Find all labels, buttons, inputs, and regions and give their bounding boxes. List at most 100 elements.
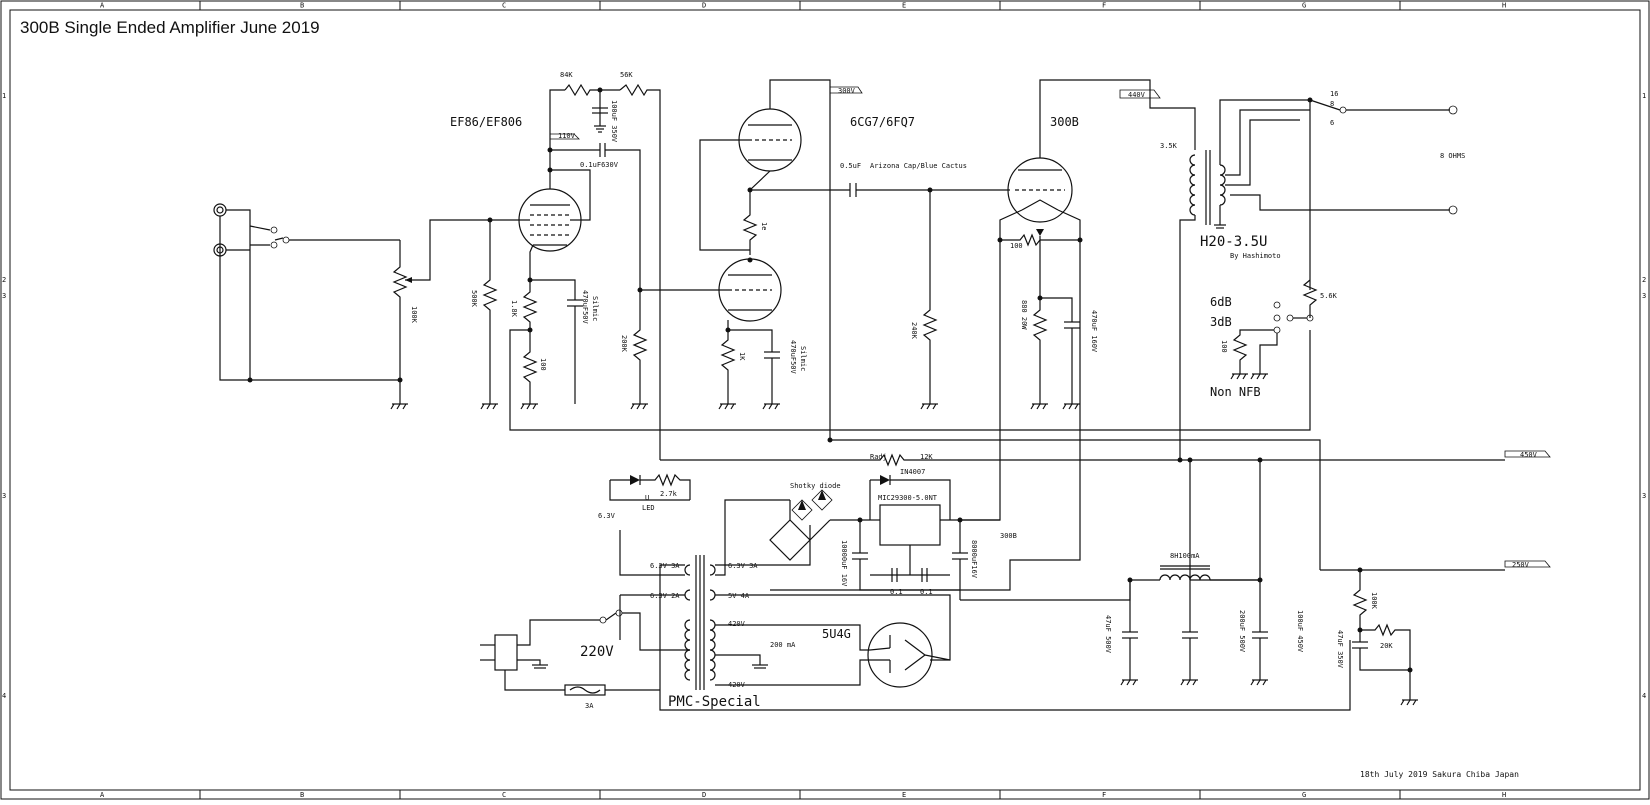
label-r18k: 1.8K	[510, 300, 518, 318]
label-c05uf: 0.5uF	[840, 162, 861, 170]
power-transformer: 6.3V 3A 6.3V 3A 6.3V 2A 5V 4A 420V 420V …	[619, 499, 1351, 711]
grid-row-label: 4	[2, 692, 6, 700]
grid-col-label: B	[300, 791, 304, 799]
grid-col-label: E	[902, 791, 906, 799]
label-r20k: 20K	[1380, 642, 1393, 650]
label-r56k-fb: 5.6K	[1320, 292, 1338, 300]
ground-symbol	[1120, 679, 1138, 686]
grid-col-label: H	[1502, 2, 1506, 10]
label-300b-fil: 300B	[1000, 532, 1017, 540]
label-silmic-b: Silmic	[799, 346, 807, 371]
label-led: LED	[642, 504, 655, 512]
ground-symbol	[718, 403, 736, 410]
label-pot100k: 100K	[410, 306, 418, 324]
label-choke: 8H100mA	[1170, 552, 1200, 560]
ground-symbol	[1180, 679, 1198, 686]
label-r56k: 56K	[620, 71, 633, 79]
label-w63-3a-l: 6.3V 3A	[650, 562, 680, 570]
grid-row-label: 3	[2, 292, 6, 300]
filter-section: 8H100mA 47uF 500V 200uF 500V	[960, 460, 1263, 680]
grid-row-label: 1	[2, 92, 6, 100]
ground-symbol	[480, 403, 498, 410]
grid-row-label: 1	[1642, 92, 1646, 100]
label-w5v4a: 5V 4A	[728, 592, 750, 600]
grid-col-label: G	[1302, 2, 1306, 10]
volume-pot: 100K	[392, 219, 490, 404]
grid-row-label: 2	[2, 276, 6, 284]
ground-symbol	[520, 403, 538, 410]
grid-row-label: 3	[1642, 292, 1646, 300]
label-nfb6: 6dB	[1210, 295, 1232, 309]
label-v450: 450V	[1520, 451, 1538, 459]
tube-label-input: EF86/EF806	[450, 115, 522, 129]
label-c100uf350: 100uF 350V	[610, 100, 618, 143]
label-shotky: Shotky diode	[790, 482, 841, 490]
ground-symbol	[1230, 373, 1248, 380]
nfb-switch: 5.6K 100 6dB 3dB Non NFB	[1210, 279, 1338, 399]
output-stage: 440V 100 880 20W 470uF 160V 300B	[770, 79, 1180, 591]
label-w63-3a-r: 6.3V 3A	[728, 562, 758, 570]
grid-col-label: G	[1302, 791, 1306, 799]
label-r500k: 500K	[470, 290, 478, 308]
grid-row-label: 3	[1642, 492, 1646, 500]
label-c470uf50b: 470uF50V	[789, 340, 797, 375]
label-v250: 250V	[1512, 561, 1530, 569]
grid-col-label: D	[702, 791, 706, 799]
tube-label-output: 300B	[1050, 115, 1079, 129]
label-ma200: 200 mA	[770, 641, 796, 649]
ground-symbol	[1250, 373, 1268, 380]
label-w63-2a: 6.3V 2A	[650, 592, 680, 600]
label-c100uf450: 100uF 450V	[1296, 610, 1304, 653]
grid-col-label: H	[1502, 791, 1506, 799]
label-v300: 300V	[838, 87, 856, 95]
label-r100k-dec: 100K	[1370, 592, 1378, 610]
label-c470uf50a: 470uF50V	[581, 290, 589, 325]
label-v110: 110V	[558, 132, 576, 140]
ground-symbol	[1030, 403, 1048, 410]
label-pot100-hum: 100	[1010, 242, 1023, 250]
label-led-u: U	[645, 494, 649, 502]
rectifier-tube	[867, 622, 951, 688]
label-radj: Radj	[870, 453, 887, 461]
grid-col-label: A	[100, 791, 105, 799]
label-non-nfb: Non NFB	[1210, 385, 1261, 399]
label-r35k: 3.5K	[1160, 142, 1178, 150]
ground-symbol	[762, 403, 780, 410]
label-c01uf630: 0.1uF630V	[580, 161, 619, 169]
tube-label-rectifier: 5U4G	[822, 627, 851, 641]
footer-note: 18th July 2019 Sakura Chiba Japan	[1360, 770, 1519, 779]
b-plus-rails: 450V Radj 12K 100uF 450V 250V 100K 20K 4…	[660, 437, 1551, 700]
label-xfmr-by: By Hashimoto	[1230, 252, 1281, 260]
label-xfmr: H20-3.5U	[1200, 234, 1267, 250]
label-c10000: 10000uF 16V	[840, 540, 848, 587]
grid-row-label: 4	[1642, 692, 1646, 700]
mains-input: 3A 220V	[480, 609, 690, 710]
label-r240k: 240K	[910, 322, 918, 340]
label-c200uf500: 200uF 500V	[1238, 610, 1246, 653]
grid-col-label: A	[100, 2, 105, 10]
ground-symbols	[390, 373, 1418, 706]
label-r27k: 2.7k	[660, 490, 678, 498]
label-tap6: 6	[1330, 119, 1334, 127]
ground-symbol	[1250, 679, 1268, 686]
grid-col-label: C	[502, 791, 506, 799]
grid-row-label: 3	[2, 492, 6, 500]
grid-col-label: B	[300, 2, 304, 10]
label-r100-fb: 100	[1220, 340, 1228, 353]
grid-col-label: D	[702, 2, 706, 10]
label-r12k: 12K	[920, 453, 933, 461]
ground-symbol	[920, 403, 938, 410]
label-silmic-a: Silmic	[591, 296, 599, 321]
ground-symbol	[630, 403, 648, 410]
grid-col-label: C	[502, 2, 506, 10]
grid-col-label: E	[902, 2, 906, 10]
label-r200k: 200K	[620, 335, 628, 353]
driver-stage: 300V 1e 200K 1K 470uF50V Silmic 0.5uF Ar…	[620, 79, 1010, 440]
label-c47uf350: 47uF 350V	[1336, 630, 1344, 669]
label-c01a: 0.1	[890, 588, 903, 596]
ef86-stage: 84K 56K 100uF 350V 0.1uF630V 110V 1.8K 1…	[470, 71, 1311, 460]
output-transformer: 16 8 6 8 OHMS 3.5K H20-3.5U By Hashimoto	[1160, 90, 1465, 463]
